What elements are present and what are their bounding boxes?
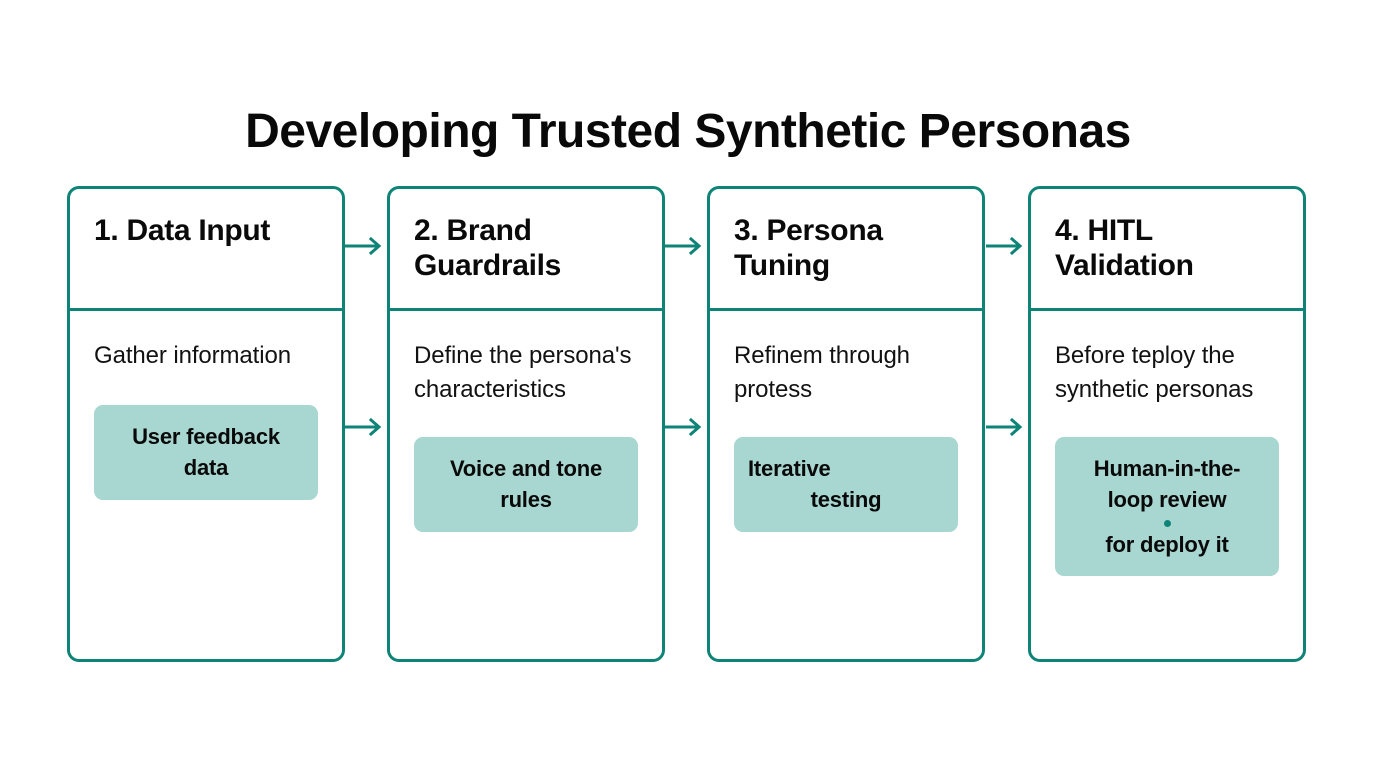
card-1-chip-line-2: data <box>183 455 229 481</box>
card-2-title: 2. Brand Guardrails <box>414 214 562 283</box>
arrow-right-icon <box>665 236 702 256</box>
arrow-card3-to-card4-bottom <box>986 416 1028 438</box>
card-3-title: 3. Persona Tuning <box>734 214 883 283</box>
arrow-card2-to-card3-top <box>665 235 707 257</box>
card-2-chip-line-2: rules <box>500 487 552 513</box>
card-3-chip-line-1: Iterative <box>748 456 831 482</box>
card-1-title: 1. Data Input <box>94 214 271 247</box>
card-3-chip: Iterative testing <box>734 437 958 532</box>
card-2-chip-line-1: Voice and tone <box>449 456 603 482</box>
card-3-chip-line-2: testing <box>810 487 882 513</box>
arrow-card2-to-card3-bottom <box>665 416 707 438</box>
bullet-dot-icon <box>1163 519 1171 527</box>
card-4-chip-line-3: for deploy it <box>1105 531 1229 557</box>
card-4-chip-line-1: Human-in-the- <box>1093 456 1241 482</box>
card-2-description: Define the persona's characteristics <box>414 342 632 404</box>
arrow-right-icon <box>345 236 382 256</box>
card-4-description: Before teploy the synthetic personas <box>1055 342 1254 404</box>
arrow-card1-to-card2-bottom <box>345 416 387 438</box>
process-step-card-3[interactable]: 3. Persona Tuning Refinem through protes… <box>707 186 985 662</box>
card-2-header: 2. Brand Guardrails <box>390 189 662 311</box>
card-1-body: Gather information User feedback data <box>70 311 342 500</box>
card-2-chip: Voice and tone rules <box>414 437 638 532</box>
card-3-body: Refinem through protess Iterative testin… <box>710 311 982 532</box>
card-2-body: Define the persona's characteristics Voi… <box>390 311 662 532</box>
card-4-title: 4. HITL Validation <box>1055 214 1194 283</box>
process-step-card-1[interactable]: 1. Data Input Gather information User fe… <box>67 186 345 662</box>
page-title: Developing Trusted Synthetic Personas <box>245 105 1131 159</box>
arrow-right-icon <box>986 417 1023 437</box>
card-1-chip: User feedback data <box>94 405 318 500</box>
card-3-header: 3. Persona Tuning <box>710 189 982 311</box>
process-step-card-4[interactable]: 4. HITL Validation Before teploy the syn… <box>1028 186 1306 662</box>
card-1-chip-line-1: User feedback <box>132 424 280 450</box>
card-4-header: 4. HITL Validation <box>1031 189 1303 311</box>
card-4-chip: Human-in-the- loop review for deploy it <box>1055 437 1279 576</box>
card-3-description: Refinem through protess <box>734 342 910 404</box>
arrow-card3-to-card4-top <box>986 235 1028 257</box>
process-flow-diagram: 1. Data Input Gather information User fe… <box>67 186 1309 662</box>
card-1-header: 1. Data Input <box>70 189 342 311</box>
arrow-right-icon <box>665 417 702 437</box>
card-4-chip-line-2: loop review <box>1107 487 1227 513</box>
card-4-body: Before teploy the synthetic personas Hum… <box>1031 311 1303 576</box>
arrow-right-icon <box>986 236 1023 256</box>
arrow-card1-to-card2-top <box>345 235 387 257</box>
process-step-card-2[interactable]: 2. Brand Guardrails Define the persona's… <box>387 186 665 662</box>
card-1-description: Gather information <box>94 342 291 369</box>
arrow-right-icon <box>345 417 382 437</box>
